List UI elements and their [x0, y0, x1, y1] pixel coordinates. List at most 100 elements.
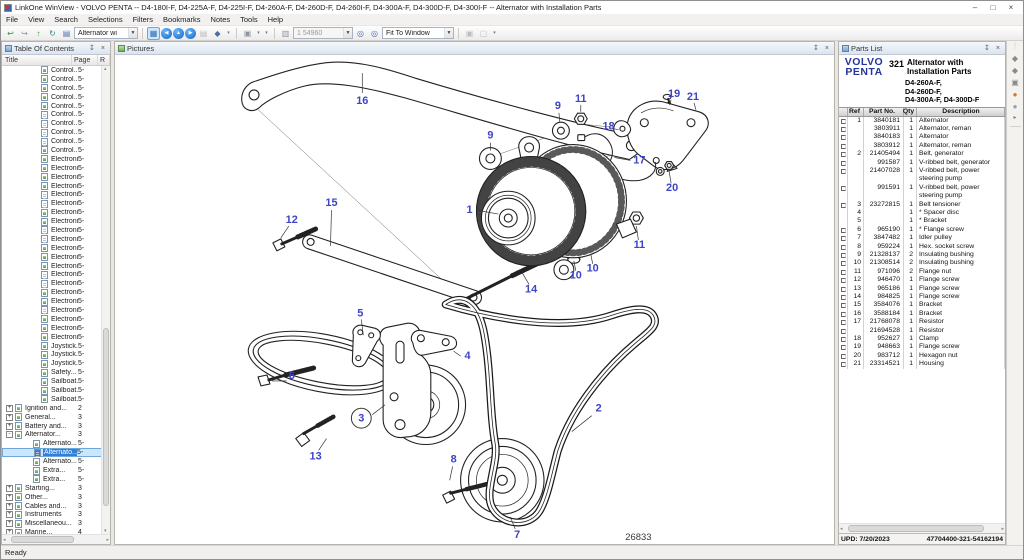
- chevron-down-icon[interactable]: ▼: [444, 28, 453, 38]
- toolbar-overflow-icon[interactable]: ▾: [265, 30, 268, 36]
- table-row[interactable]: 18 952627 1 Clamp: [839, 335, 1005, 344]
- toc-item[interactable]: Electroni... 5-: [2, 182, 110, 191]
- tree-expander[interactable]: +: [6, 404, 13, 412]
- toc-item[interactable]: Electroni... 5-: [2, 199, 110, 208]
- tree-expander[interactable]: [32, 147, 39, 154]
- open-book-icon[interactable]: ▤: [62, 28, 71, 38]
- up-level-button[interactable]: ↑: [36, 28, 41, 38]
- forward-button[interactable]: ↪: [21, 28, 28, 38]
- column-page[interactable]: Page: [72, 55, 98, 65]
- goto-page-icon[interactable]: ▥: [281, 28, 290, 38]
- tree-expander[interactable]: [32, 387, 39, 394]
- previous-picture-button[interactable]: ◀: [161, 27, 172, 39]
- table-row[interactable]: 20 983712 1 Hexagon nut: [839, 351, 1005, 361]
- toc-item[interactable]: Electroni... 5-: [2, 315, 110, 324]
- column-qty[interactable]: Qty: [903, 107, 917, 116]
- toolbar-overflow-icon[interactable]: ▾: [493, 30, 496, 36]
- toc-item[interactable]: Control... 5-: [2, 84, 110, 93]
- zoom-out-button[interactable]: ◎: [371, 28, 378, 38]
- tree-expander[interactable]: [32, 351, 39, 358]
- row-checkbox[interactable]: [839, 200, 848, 209]
- table-row[interactable]: 21 23314521 1 Housing: [839, 360, 1005, 369]
- column-title[interactable]: Title: [2, 55, 72, 65]
- toc-horizontal-scrollbar[interactable]: [2, 534, 110, 544]
- toc-item[interactable]: Control... 5-: [2, 102, 110, 111]
- part-callout[interactable]: 5: [357, 307, 363, 319]
- row-checkbox[interactable]: [839, 267, 848, 277]
- favorites-button[interactable]: ◆: [214, 28, 221, 38]
- picture-toggle-button[interactable]: ▦: [147, 26, 160, 40]
- row-checkbox[interactable]: [839, 301, 848, 310]
- home-picture-button[interactable]: ▲: [173, 27, 184, 39]
- toc-item[interactable]: + Other... 3: [2, 493, 110, 502]
- tree-expander[interactable]: [32, 334, 39, 341]
- toc-item[interactable]: Control... 5-: [2, 93, 110, 102]
- tree-expander[interactable]: [32, 129, 39, 136]
- menu-item[interactable]: Selections: [87, 15, 123, 24]
- checkbox-icon[interactable]: [840, 152, 846, 158]
- toc-item[interactable]: Electroni... 5-: [2, 288, 110, 297]
- scrollbar-thumb[interactable]: [848, 525, 985, 532]
- part-callout[interactable]: 9: [487, 130, 493, 142]
- row-checkbox[interactable]: [839, 326, 848, 336]
- close-button[interactable]: ×: [1008, 2, 1014, 12]
- checkbox-icon[interactable]: [840, 337, 846, 343]
- table-row[interactable]: 991587 1 V-ribbed belt, generator: [839, 158, 1005, 167]
- toc-item[interactable]: + Battery and... 3: [2, 422, 110, 431]
- menu-item[interactable]: View: [28, 15, 45, 24]
- row-checkbox[interactable]: [839, 293, 848, 302]
- tree-expander[interactable]: [32, 298, 39, 305]
- toc-item[interactable]: + Marine... 4: [2, 528, 110, 534]
- row-checkbox[interactable]: [839, 158, 848, 167]
- toolbar-overflow-icon[interactable]: ▾: [227, 30, 230, 36]
- toc-item[interactable]: Electroni... 5-: [2, 306, 110, 315]
- column-part-no[interactable]: Part No.: [864, 107, 904, 116]
- checkbox-icon[interactable]: [840, 168, 846, 174]
- toc-item[interactable]: Control... 5-: [2, 75, 110, 84]
- tree-expander[interactable]: [32, 343, 39, 350]
- checkbox-icon[interactable]: [840, 261, 846, 267]
- toc-item[interactable]: Alternato... 5-: [2, 439, 110, 448]
- checkbox-icon[interactable]: [840, 236, 846, 242]
- checkbox-icon[interactable]: [840, 135, 846, 141]
- checkbox-icon[interactable]: [840, 118, 846, 124]
- row-checkbox[interactable]: [839, 259, 848, 268]
- table-row[interactable]: 21407028 1 V-ribbed belt, power steering…: [839, 166, 1005, 184]
- table-row[interactable]: 11 971096 2 Flange nut: [839, 267, 1005, 277]
- row-checkbox[interactable]: [839, 116, 848, 125]
- toc-item[interactable]: Extra... 5-: [2, 475, 110, 484]
- row-checkbox[interactable]: [839, 284, 848, 294]
- checkbox-icon[interactable]: [840, 143, 846, 149]
- row-checkbox[interactable]: [839, 166, 848, 184]
- tree-expander[interactable]: [32, 396, 39, 403]
- pin-icon[interactable]: ↧: [984, 45, 990, 52]
- toc-item[interactable]: Extra... 5-: [2, 466, 110, 475]
- table-row[interactable]: 13 965186 1 Flange screw: [839, 284, 1005, 294]
- toc-item[interactable]: + Instruments 3: [2, 510, 110, 520]
- tree-expander[interactable]: [32, 200, 39, 207]
- row-checkbox[interactable]: [839, 335, 848, 344]
- hotspot-icon[interactable]: ●: [1012, 90, 1018, 99]
- book-combo[interactable]: Alternator wi▼: [74, 27, 138, 39]
- tree-expander[interactable]: [32, 120, 39, 127]
- tree-expander[interactable]: -: [6, 431, 13, 439]
- tree-expander[interactable]: [32, 174, 39, 181]
- checkbox-icon[interactable]: [840, 278, 846, 284]
- toc-item[interactable]: Electroni... 5-: [2, 324, 110, 333]
- part-callout[interactable]: 7: [514, 529, 520, 541]
- toc-item[interactable]: Electroni... 5-: [2, 279, 110, 288]
- tree-expander[interactable]: [25, 449, 32, 456]
- part-callout[interactable]: 18: [602, 121, 614, 133]
- column-ref[interactable]: Ref: [848, 107, 864, 116]
- checkbox-icon[interactable]: [840, 244, 846, 250]
- part-callout[interactable]: 10: [570, 270, 582, 282]
- tree-expander[interactable]: [32, 76, 39, 83]
- tree-expander[interactable]: [32, 103, 39, 110]
- toc-item[interactable]: Sailboat... 5-: [2, 377, 110, 386]
- table-row[interactable]: 12 946470 1 Flange screw: [839, 276, 1005, 285]
- tree-expander[interactable]: [32, 378, 39, 385]
- table-row[interactable]: 991591 1 V-ribbed belt, power steering p…: [839, 183, 1005, 201]
- tree-expander[interactable]: [32, 316, 39, 323]
- row-checkbox[interactable]: [839, 234, 848, 243]
